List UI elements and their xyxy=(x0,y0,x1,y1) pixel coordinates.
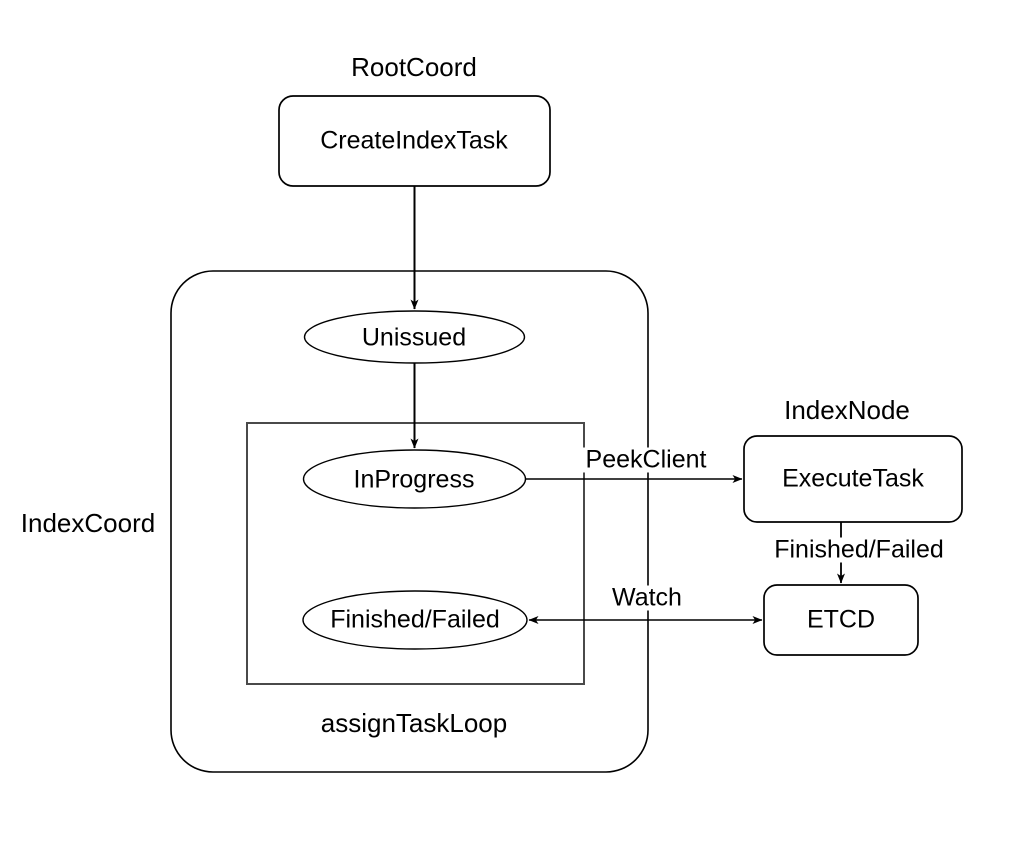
edge-label-watch: Watch xyxy=(609,585,685,611)
group-indexcoord-boundary xyxy=(170,270,649,773)
node-execute-task-shape[interactable] xyxy=(743,435,963,523)
node-unissued-shape[interactable] xyxy=(303,310,526,364)
edge-label-finished-failed: Finished/Failed xyxy=(771,537,947,563)
node-finished-failed-shape[interactable] xyxy=(302,590,528,650)
edge-label-peekclient: PeekClient xyxy=(582,447,710,473)
node-etcd-shape[interactable] xyxy=(763,584,919,656)
node-inprogress-shape[interactable] xyxy=(302,449,527,509)
node-create-index-task-shape[interactable] xyxy=(278,95,551,187)
